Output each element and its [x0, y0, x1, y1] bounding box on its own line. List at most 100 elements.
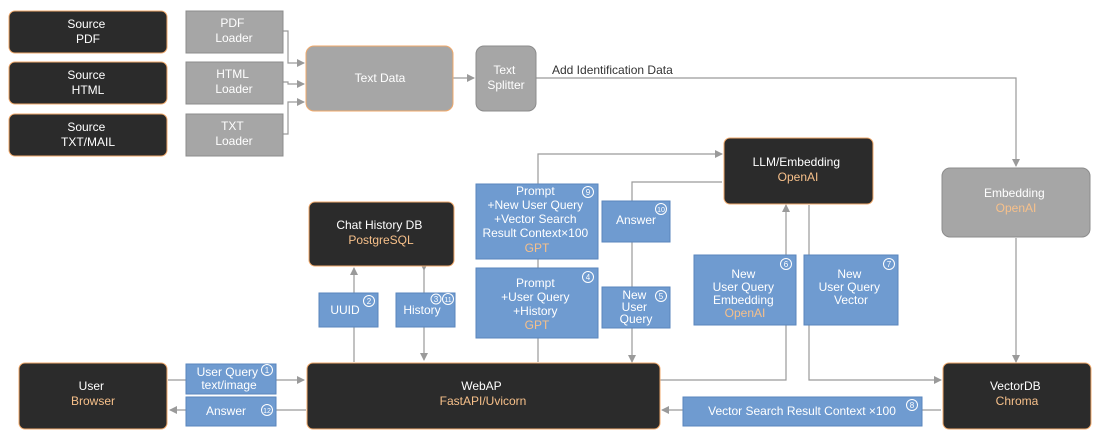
- badge-8: 8: [910, 401, 915, 410]
- llm-embedding-title: LLM/Embedding: [753, 155, 840, 169]
- svg-text:User Browser: User Browser: [71, 379, 115, 408]
- svg-text:Text Splitter: Text Splitter: [487, 63, 524, 92]
- svg-text:VectorDB Chroma: VectorDB Chroma: [990, 379, 1044, 408]
- prompt-gpt-bottom-line-2: +User Query: [501, 290, 569, 304]
- svg-text:Prompt +User Query: Prompt +User Query +History GPT: [501, 276, 573, 332]
- text-splitter-line-1: Text: [493, 63, 516, 77]
- chat-history-db-node: Chat History DB PostgreSQL: [308, 201, 455, 267]
- answer-bottom-node: Answer 12: [185, 396, 277, 427]
- text-splitter-line-2: Splitter: [487, 78, 524, 92]
- badge-12: 12: [263, 408, 271, 415]
- source-html-line-1: Source: [67, 68, 105, 82]
- answer-top-label: Answer: [616, 213, 656, 227]
- new-query-vector-line-1: New: [837, 267, 861, 281]
- prompt-gpt-top-line-1: Prompt: [516, 184, 555, 198]
- prompt-gpt-top-line-4: Result Context×100: [482, 226, 588, 240]
- prompt-gpt-top-accent: GPT: [525, 241, 550, 255]
- user-query-line-2: text/image: [201, 378, 257, 392]
- webap-title: WebAP: [461, 379, 501, 393]
- edge-splitter-embedding: [536, 77, 1020, 167]
- vector-search-result-node: Vector Search Result Context ×100 8: [682, 396, 923, 427]
- new-query-embedding-line-1: New: [731, 267, 755, 281]
- text-data-node: Text Data: [305, 45, 454, 112]
- new-query-embedding-line-3: Embedding: [713, 293, 774, 307]
- svg-text:Source TXT/MAIL: Source TXT/MAIL: [61, 120, 115, 149]
- embedding-accent: OpenAI: [996, 201, 1037, 215]
- svg-text:Source HTML: Source HTML: [67, 68, 108, 97]
- pdf-loader-line-1: PDF: [220, 16, 244, 30]
- chat-history-db-title: Chat History DB: [336, 218, 422, 232]
- svg-text:Embedding OpenAI: Embedding OpenAI: [984, 186, 1048, 215]
- pdf-loader-line-2: Loader: [215, 31, 252, 45]
- edge-txt-loader-text-data: [283, 98, 305, 135]
- badge-3: 3: [434, 295, 439, 304]
- vector-search-result-label: Vector Search Result Context ×100: [708, 404, 896, 418]
- answer-bottom-label: Answer: [206, 404, 246, 418]
- badge-9: 9: [586, 188, 591, 197]
- prompt-gpt-top-line-2: +New User Query: [487, 198, 583, 212]
- source-txt-node: Source TXT/MAIL: [8, 113, 168, 157]
- source-pdf-line-2: PDF: [76, 32, 100, 46]
- source-txt-line-2: TXT/MAIL: [61, 135, 115, 149]
- svg-text:User Query text/image: User Query text/image: [197, 365, 262, 392]
- prompt-gpt-bottom-line-3: +History: [513, 304, 557, 318]
- badge-10: 10: [657, 207, 665, 214]
- badge-5: 5: [659, 292, 664, 301]
- embedding-title: Embedding: [984, 186, 1045, 200]
- prompt-gpt-bottom-line-1: Prompt: [516, 276, 555, 290]
- new-query-vector-line-2: User Query: [819, 280, 880, 294]
- badge-4: 4: [586, 273, 591, 282]
- svg-text:WebAP FastAPI/Uvicorn: WebAP FastAPI/Uvicorn: [440, 379, 527, 408]
- svg-text:HTML Loader: HTML Loader: [215, 67, 252, 96]
- add-identification-label: Add Identification Data: [552, 63, 673, 77]
- llm-embedding-node: LLM/Embedding OpenAI: [723, 137, 874, 205]
- new-user-query-line-1: New: [622, 288, 646, 302]
- text-data-label: Text Data: [355, 71, 406, 85]
- nodes: Source PDF Source HTML Source TXT/MAIL P…: [8, 10, 1092, 430]
- svg-text:Chat History DB Postgr: Chat History DB PostgreSQL: [336, 218, 425, 247]
- txt-loader-line-2: Loader: [215, 134, 252, 148]
- webap-accent: FastAPI/Uvicorn: [440, 394, 527, 408]
- svg-text:New User Query: New User Query: [620, 288, 653, 326]
- html-loader-node: HTML Loader: [185, 61, 284, 105]
- new-query-vector-line-3: Vector: [834, 293, 868, 307]
- vectordb-node: VectorDB Chroma: [942, 362, 1092, 430]
- vectordb-title: VectorDB: [990, 379, 1041, 393]
- prompt-gpt-bottom-node: Prompt +User Query +History GPT 4: [475, 267, 599, 339]
- user-query-line-1: User Query: [197, 365, 258, 379]
- svg-text:Prompt +New User Query: Prompt +New User Query +Vector Search Re…: [482, 184, 591, 255]
- html-loader-line-1: HTML: [216, 67, 249, 81]
- source-pdf-line-1: Source: [67, 17, 105, 31]
- source-pdf-node: Source PDF: [8, 10, 168, 54]
- svg-text:New User Query: New User Query Vector: [819, 267, 884, 307]
- history-label: History: [403, 303, 440, 317]
- html-loader-line-2: Loader: [215, 82, 252, 96]
- prompt-gpt-top-node: Prompt +New User Query +Vector Search Re…: [475, 183, 599, 260]
- txt-loader-node: TXT Loader: [185, 113, 284, 157]
- source-txt-line-1: Source: [67, 120, 105, 134]
- svg-text:TXT Loader: TXT Loader: [215, 119, 252, 148]
- svg-text:New User Query: New User Query Embedding OpenAI: [713, 267, 778, 320]
- history-node: History 3 11: [395, 292, 456, 328]
- badge-1: 1: [265, 366, 270, 375]
- new-query-embedding-node: New User Query Embedding OpenAI 6: [693, 254, 797, 326]
- new-user-query-line-2: User: [622, 300, 647, 314]
- uuid-label: UUID: [330, 303, 360, 317]
- uuid-node: UUID 2: [318, 292, 379, 328]
- pdf-loader-node: PDF Loader: [185, 10, 284, 54]
- svg-text:LLM/Embedding OpenAI: LLM/Embedding OpenAI: [753, 155, 844, 184]
- svg-text:PDF Loader: PDF Loader: [215, 16, 252, 45]
- prompt-gpt-bottom-accent: GPT: [525, 318, 550, 332]
- webap-node: WebAP FastAPI/Uvicorn: [306, 362, 661, 430]
- new-query-embedding-line-2: User Query: [713, 280, 774, 294]
- new-user-query-line-3: Query: [620, 312, 653, 326]
- edge-html-loader-text-data: [283, 80, 305, 88]
- txt-loader-line-1: TXT: [221, 119, 244, 133]
- user-title: User: [79, 379, 104, 393]
- new-query-embedding-accent: OpenAI: [725, 306, 766, 320]
- prompt-gpt-top-line-3: +Vector Search: [494, 212, 576, 226]
- text-splitter-node: Text Splitter: [475, 45, 537, 112]
- badge-6: 6: [784, 260, 789, 269]
- edge-pdf-loader-text-data: [283, 30, 305, 67]
